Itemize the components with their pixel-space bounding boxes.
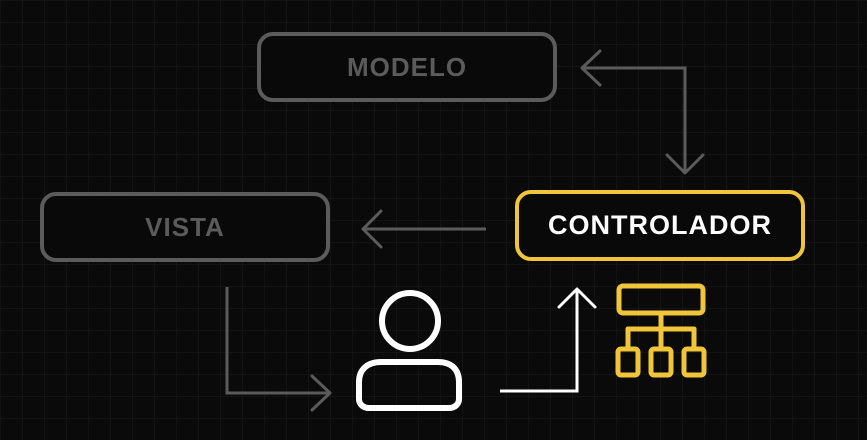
user-icon bbox=[356, 290, 462, 411]
view-user-connector bbox=[225, 287, 330, 395]
arrow-down-to-controller bbox=[665, 153, 705, 175]
modelo-node: MODELO bbox=[257, 32, 557, 102]
controlador-label: CONTROLADOR bbox=[548, 210, 772, 240]
arrow-up-to-controller bbox=[557, 287, 597, 309]
user-controller-connector bbox=[500, 290, 579, 393]
arrow-left-to-view bbox=[361, 209, 383, 249]
arrow-right-to-user bbox=[310, 374, 332, 412]
arrow-left-to-model bbox=[580, 49, 602, 87]
modelo-label: MODELO bbox=[346, 51, 468, 82]
vista-label: VISTA bbox=[145, 211, 225, 242]
vista-node: VISTA bbox=[40, 192, 330, 262]
hierarchy-icon bbox=[615, 283, 707, 378]
controlador-node: CONTROLADOR bbox=[515, 190, 805, 261]
model-controller-connector bbox=[582, 66, 687, 172]
